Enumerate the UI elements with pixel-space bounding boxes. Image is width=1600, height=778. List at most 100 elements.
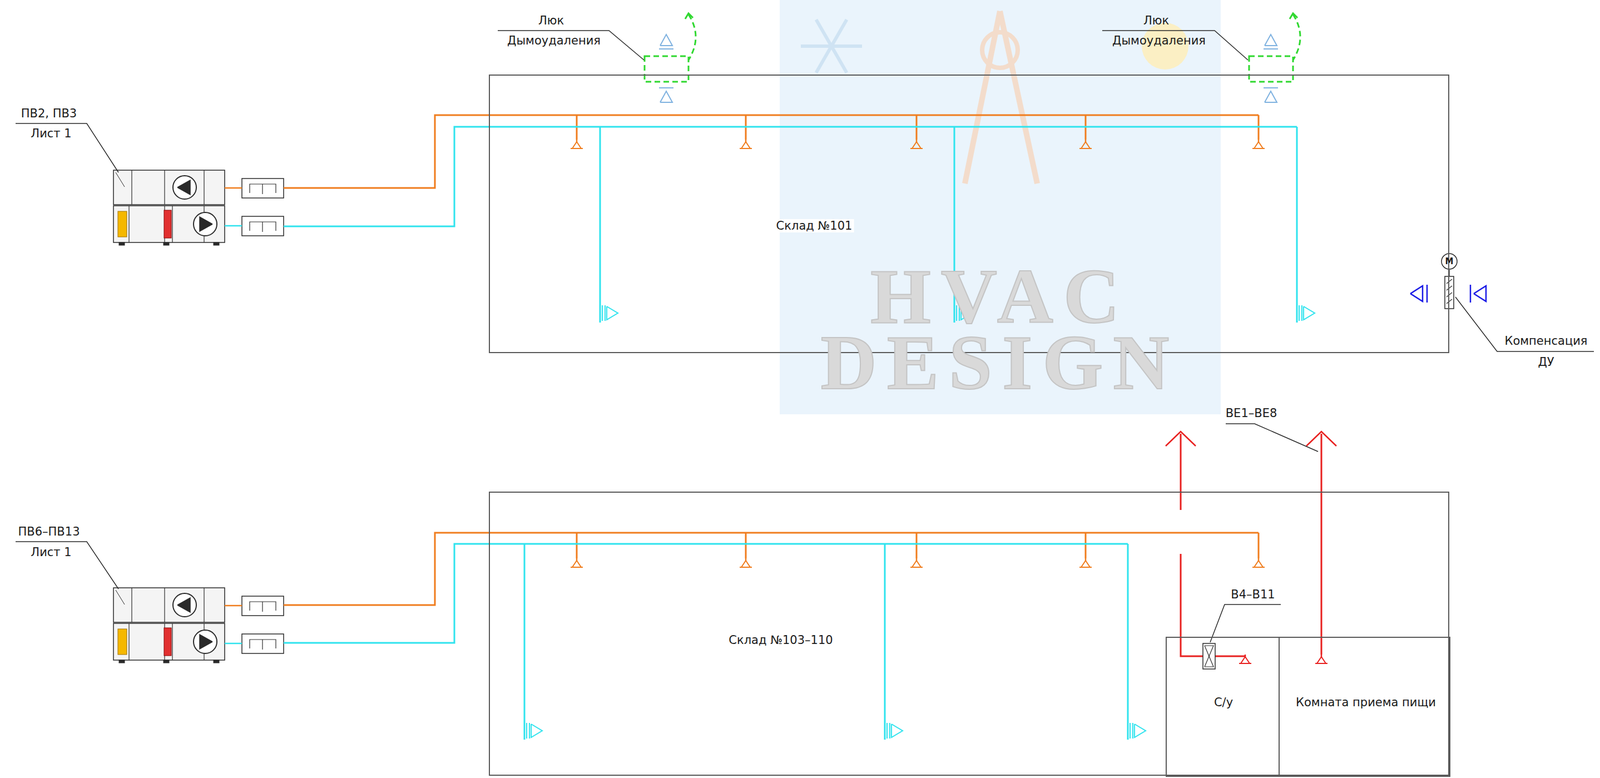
exhaust-grille [1303,306,1315,320]
leader-line [15,541,119,589]
airflow-arrow [1473,285,1486,302]
exhaust-grille [891,724,903,738]
room: Комната приема пищи [1278,636,1451,777]
ahu-foot [213,660,220,663]
supply-diffuser [1079,147,1092,150]
airflow-arrow [1426,284,1429,303]
heat-recovery [117,211,127,237]
supply-diffuser [1081,560,1091,568]
exhaust-duct [283,543,1128,643]
airflow-arrow [1469,284,1472,303]
silencer [241,178,284,198]
supply-diffuser [1239,662,1252,665]
supply-diffuser [741,141,751,149]
watermark-text: DESIGN [820,317,1180,408]
ahu-divider [131,170,132,205]
airflow-arrow [659,48,674,50]
room: С/у [1165,636,1280,777]
watermark-snowflake [816,19,847,73]
callout-label: ДУ [1537,355,1554,369]
duct-fan [1204,645,1214,657]
exhaust-duct [224,225,242,227]
ahu-foot [119,660,125,663]
watermark-compass [982,32,1018,68]
room: Склад №103–110 С/уКомната приема пищи [488,491,1450,776]
airflow-arrow [659,87,674,89]
ahu-divider [128,205,130,243]
supply-diffuser [572,141,582,149]
duct-fan [1202,643,1216,670]
fan-symbol [199,216,213,232]
damper-blade [1446,299,1453,304]
supply-diffuser [910,566,923,568]
watermark-compass [964,11,1000,184]
supply-diffuser [1254,560,1263,568]
exhaust-grille [528,722,530,739]
ahu-divider [203,170,205,205]
ahu-foot [213,242,220,246]
ahu-filter [115,172,125,187]
exhaust-grille [601,305,603,321]
supply-diffuser [1081,141,1091,149]
heater-coil [164,627,172,656]
fan-symbol [193,630,217,654]
exhaust-duct [884,543,886,740]
ahu-divider [131,587,132,623]
callout-label: Люк [1143,13,1169,28]
supply-diffuser [910,147,923,150]
ahu-divider [171,205,173,243]
ahu-divider [128,623,130,661]
exhaust-duct [224,642,242,645]
fan-symbol [193,212,217,236]
hatch-open-position [685,13,693,19]
ahu-foot [163,242,170,246]
callout-label: Дымоудаления [1112,33,1206,48]
exhaust-duct [1180,553,1246,657]
watermark-compass [999,11,1038,184]
silencer [261,639,263,650]
airflow-arrow [1264,34,1277,46]
supply-diffuser [912,141,921,149]
airflow-arrow [660,34,673,46]
supply-duct [576,532,578,559]
motor-actuator [1441,253,1458,270]
exhaust-grille [889,722,891,739]
watermark-panel [779,0,1221,415]
smoke-hatch [1249,56,1294,82]
ahu-exhaust-section [113,623,225,661]
motor-letter: M [1445,256,1454,267]
supply-diffuser [739,566,752,568]
exhaust-grille [1298,305,1300,321]
exhaust-duct [1320,433,1323,655]
hatch-open-position [1289,13,1298,19]
ahu-divider [164,587,165,623]
supply-diffuser [570,147,583,150]
leader-line [1455,296,1594,352]
supply-diffuser [739,147,752,150]
callout-label: В4–В11 [1230,587,1275,602]
exhaust-grille [1129,722,1131,739]
fan-symbol [172,593,197,617]
supply-diffuser [1252,566,1265,568]
exhaust-duct [523,543,526,740]
smoke-hatch [644,56,689,82]
fan-symbol [199,634,213,650]
room-name: Склад №103–110 [726,633,835,647]
damper-blade [1446,279,1453,284]
ahu-divider [164,170,165,205]
exhaust-grille [531,724,543,738]
ahu-foot [119,242,125,246]
callout-label: Дымоудаления [507,33,601,48]
supply-duct [224,187,242,190]
callout-label: Компенсация [1504,334,1588,348]
ahu-supply-section [113,587,225,623]
exhaust-duct [1296,126,1299,323]
supply-diffuser [1316,656,1326,664]
damper-blade [1446,285,1453,291]
supply-diffuser [1315,662,1328,665]
damper [1444,276,1454,309]
airflow-arrow [1410,285,1423,302]
supply-duct [915,532,918,559]
exhaust-duct [283,126,1297,227]
